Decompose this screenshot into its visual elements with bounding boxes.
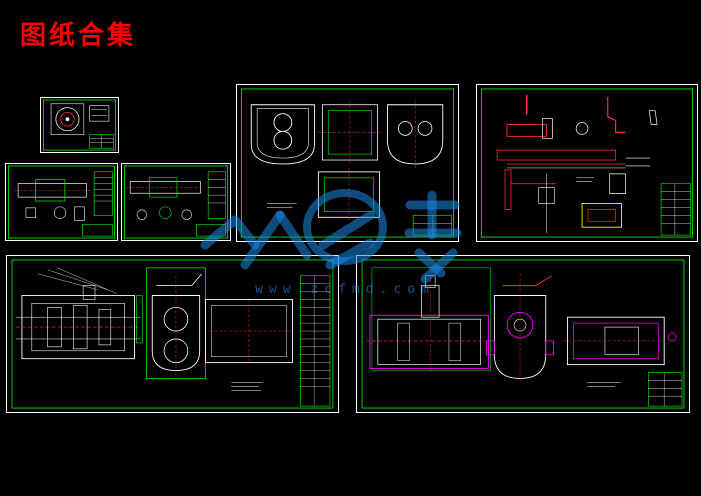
drawing-sheet-2-graphic (8, 165, 115, 239)
drawing-sheet-3-graphic (123, 165, 229, 239)
drawing-sheet-2[interactable] (5, 163, 118, 241)
drawing-sheet-4-graphic (240, 88, 455, 238)
drawing-sheet-6[interactable] (6, 255, 339, 413)
page-title: 图纸合集 (20, 21, 137, 51)
drawing-sheet-7-graphic (361, 259, 685, 409)
drawing-sheet-3[interactable] (121, 163, 231, 241)
drawing-sheet-6-graphic (11, 259, 334, 409)
drawing-sheet-5-graphic (480, 88, 694, 238)
drawing-sheet-1[interactable] (40, 97, 119, 153)
drawing-sheet-5[interactable] (476, 84, 698, 242)
drawing-sheet-1-graphic (42, 99, 117, 151)
drawing-sheet-7[interactable] (356, 255, 690, 413)
drawing-sheet-4[interactable] (236, 84, 459, 242)
